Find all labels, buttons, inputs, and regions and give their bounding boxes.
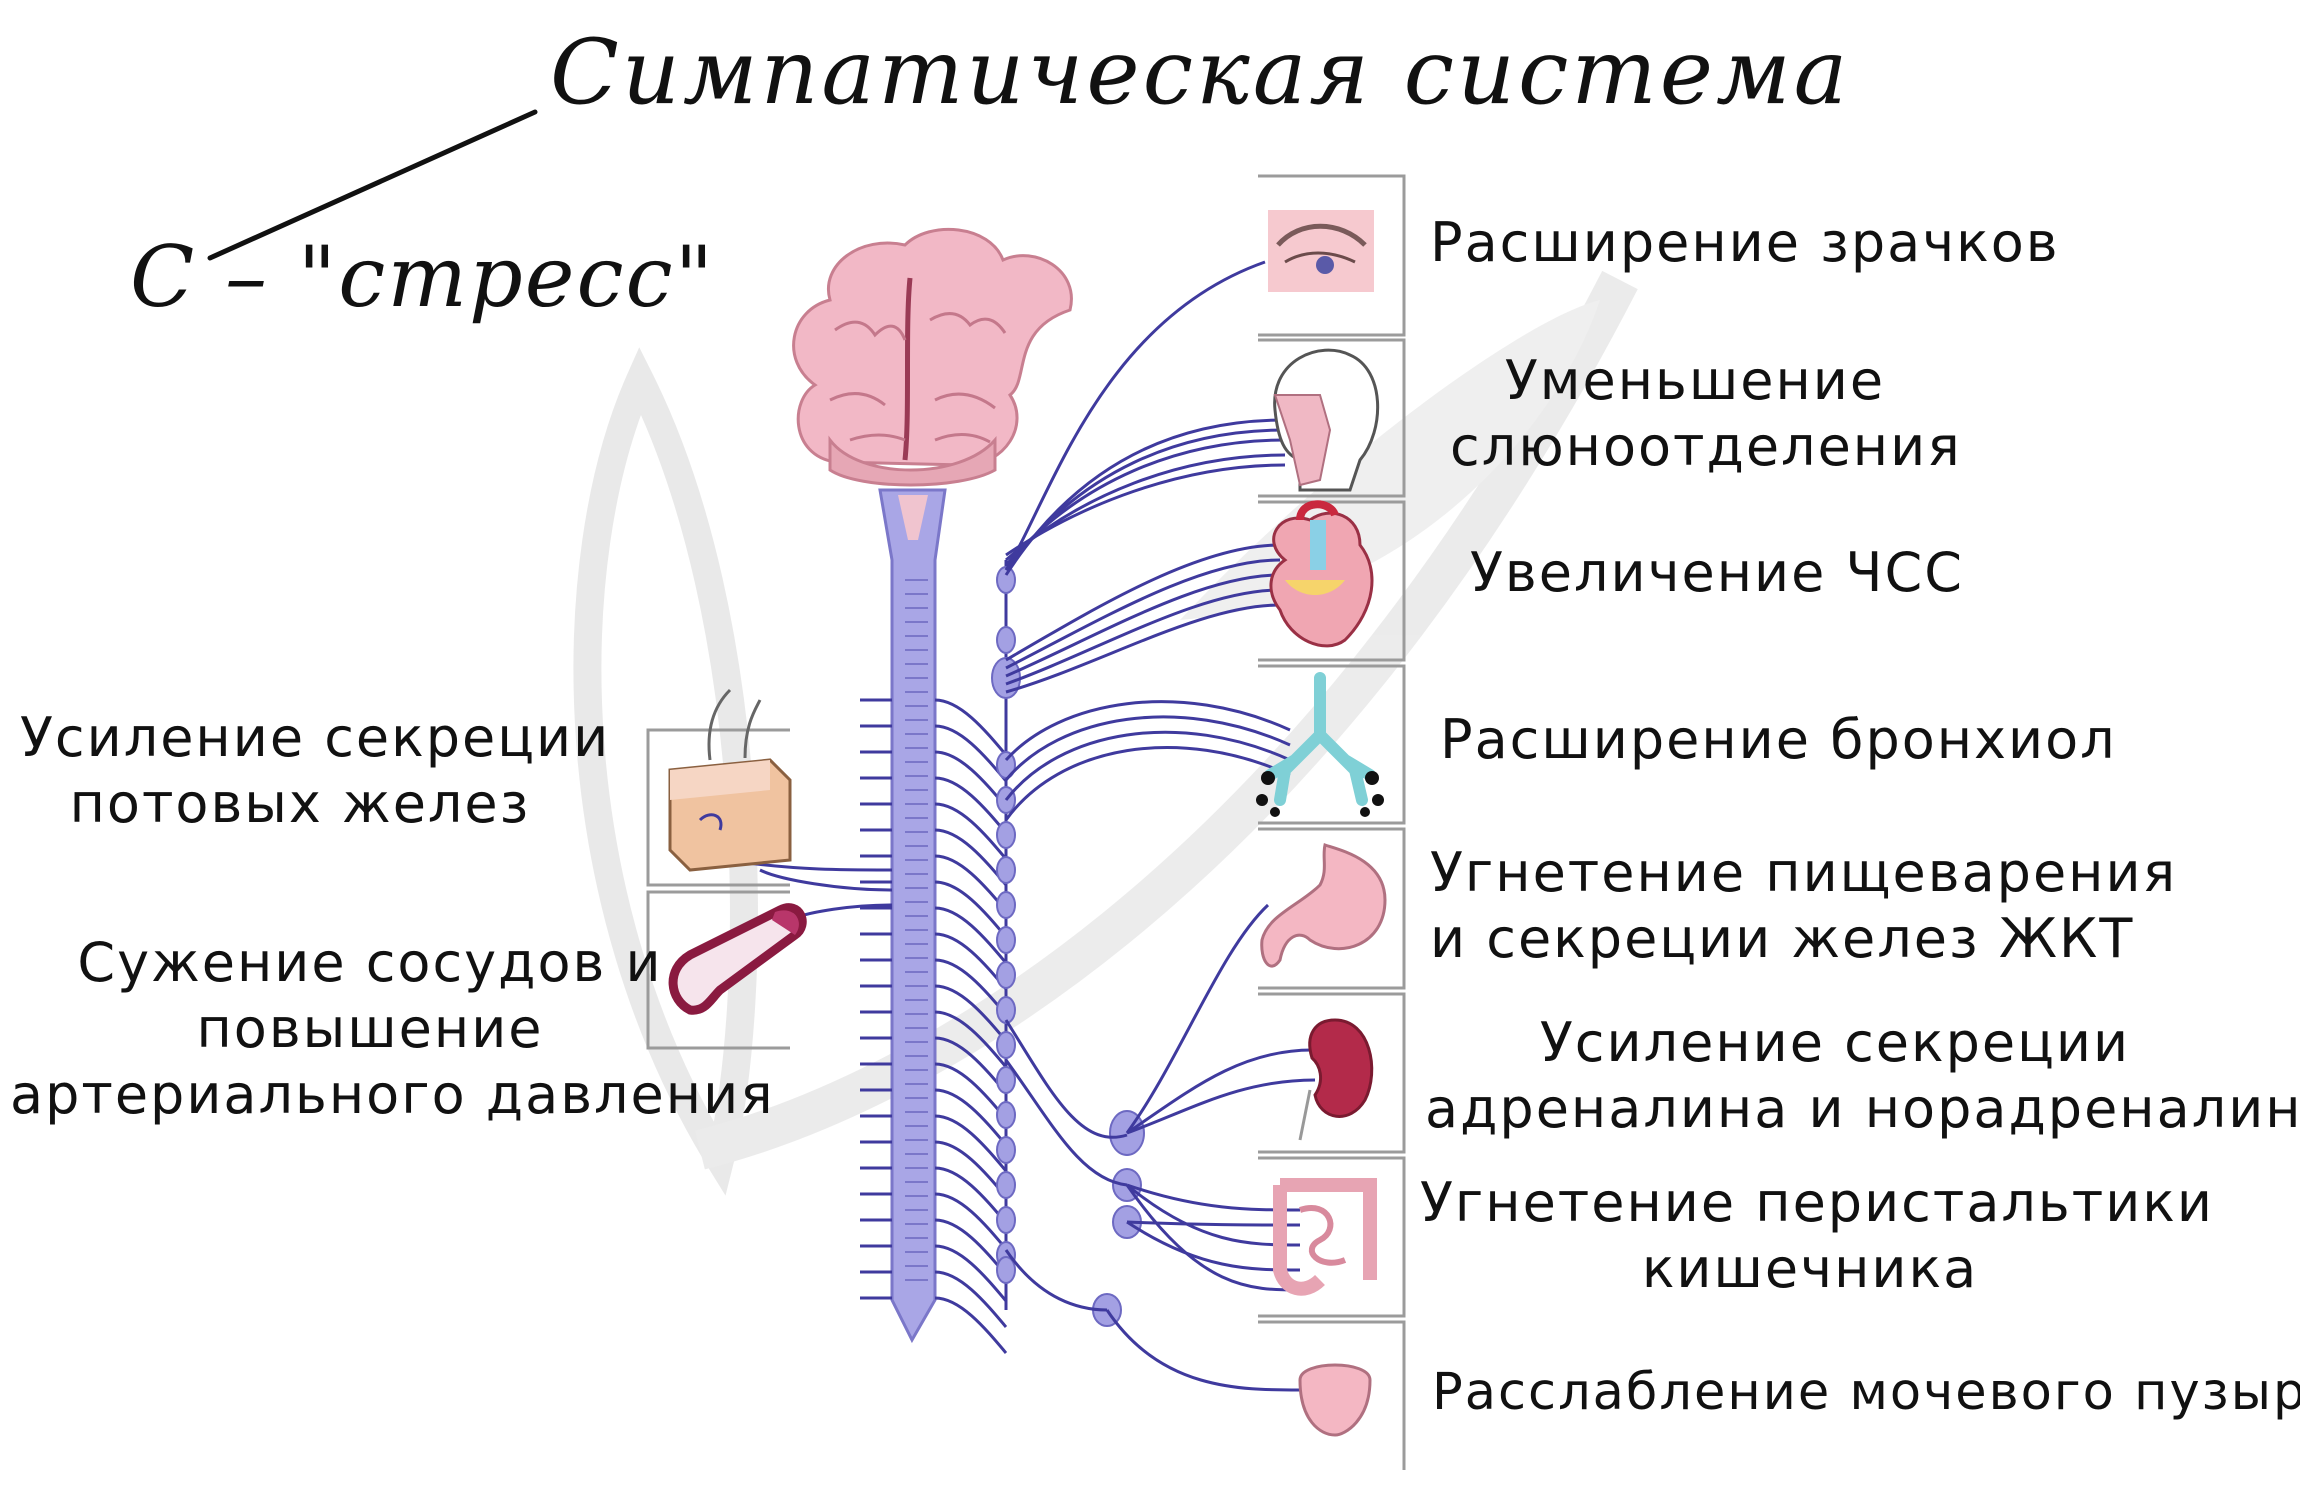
- label-adrenal: Усиление секреции адреналина и норадрена…: [1425, 1011, 2300, 1140]
- chain-ganglion: [996, 1031, 1016, 1059]
- chain-ganglion: [996, 1066, 1016, 1094]
- nerve-lung: [1004, 715, 1291, 781]
- page-title: Симпатическая система: [550, 20, 1851, 125]
- label-bronchi: Расширение бронхиол: [1440, 708, 2117, 771]
- nerve-eye: [1004, 260, 1266, 571]
- chain-ganglion: [996, 961, 1016, 989]
- subtitle: С – "стресс": [130, 228, 716, 326]
- chain-ganglion: [996, 1171, 1016, 1199]
- chain-ganglion: [996, 926, 1016, 954]
- nerve-pelvic: [1004, 1249, 1108, 1312]
- chain-ganglion: [996, 1256, 1016, 1284]
- nerve-adrenal: [1126, 1048, 1313, 1135]
- label-intestine: Угнетение перистальтики кишечника: [1420, 1171, 2215, 1300]
- nerve-bladder: [1105, 1309, 1301, 1392]
- nerve-lung: [1004, 700, 1291, 762]
- ramus: [934, 698, 1008, 756]
- lungs-icon: [1256, 672, 1384, 817]
- chain-ganglion: [996, 891, 1016, 919]
- ramus: [934, 1192, 1008, 1250]
- nerve-lung: [1004, 745, 1291, 821]
- label-sweat: Усиление секреции потовых желез: [20, 706, 611, 835]
- ramus: [934, 1088, 1008, 1146]
- chain-ganglion: [996, 626, 1016, 654]
- skin-icon: [668, 688, 792, 872]
- ramus: [934, 1010, 1008, 1068]
- label-digestion: Угнетение пищеварения и секреции желез Ж…: [1430, 841, 2178, 970]
- label-vessels: Сужение сосудов и повышение артериальног…: [10, 931, 775, 1126]
- nerve-heart: [1005, 558, 1281, 670]
- intestine-icon: [1273, 1178, 1377, 1296]
- chain-ganglion: [996, 1101, 1016, 1129]
- organ-frames-left: [646, 728, 790, 1050]
- splanchnic: [1004, 1019, 1128, 1139]
- ramus: [934, 906, 1008, 964]
- nerve-intestine: [1125, 1184, 1301, 1292]
- chain-ganglion: [996, 566, 1016, 594]
- stomach-icon: [1260, 843, 1387, 968]
- head-icon: [1273, 348, 1380, 492]
- ramus: [934, 1270, 1008, 1328]
- label-saliva: Уменьшение слюноотделения: [1450, 349, 1962, 478]
- chain-ganglion: [996, 1206, 1016, 1234]
- ramus: [934, 802, 1008, 860]
- nerve-skin: [759, 868, 893, 892]
- brain-icon: [792, 227, 1073, 487]
- vessel-icon: [668, 903, 807, 1015]
- nerve-head: [1005, 463, 1286, 557]
- chain-ganglion: [996, 856, 1016, 884]
- heart-icon: [1269, 500, 1374, 648]
- sympathetic-trunk: [739, 260, 1316, 1392]
- chain-ganglion: [996, 1136, 1016, 1164]
- nerve-adrenal: [1126, 1078, 1316, 1135]
- splanchnic: [1004, 1059, 1128, 1187]
- nerve-heart: [1005, 573, 1281, 678]
- label-pupils: Расширение зрачков: [1430, 211, 2060, 274]
- nerve-heart: [1005, 588, 1281, 686]
- chain-ganglion: [996, 821, 1016, 849]
- nerve-stomach: [1125, 903, 1270, 1134]
- nerve-heart: [1005, 603, 1281, 694]
- bladder-icon: [1298, 1363, 1372, 1437]
- organ-frames-right: [1258, 174, 1406, 1470]
- ramus: [934, 1296, 1008, 1354]
- spinal-cord-segments: [905, 579, 928, 1281]
- nerve-head: [1005, 453, 1286, 562]
- ramus: [934, 1244, 1008, 1302]
- chain-ganglion: [996, 996, 1016, 1024]
- ramus: [934, 984, 1008, 1042]
- label-bladder: Расслабление мочевого пузыря: [1432, 1363, 2300, 1422]
- kidney-icon: [1298, 1018, 1374, 1141]
- eye-icon: [1268, 210, 1374, 292]
- label-heart: Увеличение ЧСС: [1470, 541, 1964, 604]
- nerve-heart: [1005, 543, 1281, 662]
- title-stroke: [207, 109, 538, 261]
- ramus: [934, 1114, 1008, 1172]
- nerve-lung: [1004, 730, 1291, 801]
